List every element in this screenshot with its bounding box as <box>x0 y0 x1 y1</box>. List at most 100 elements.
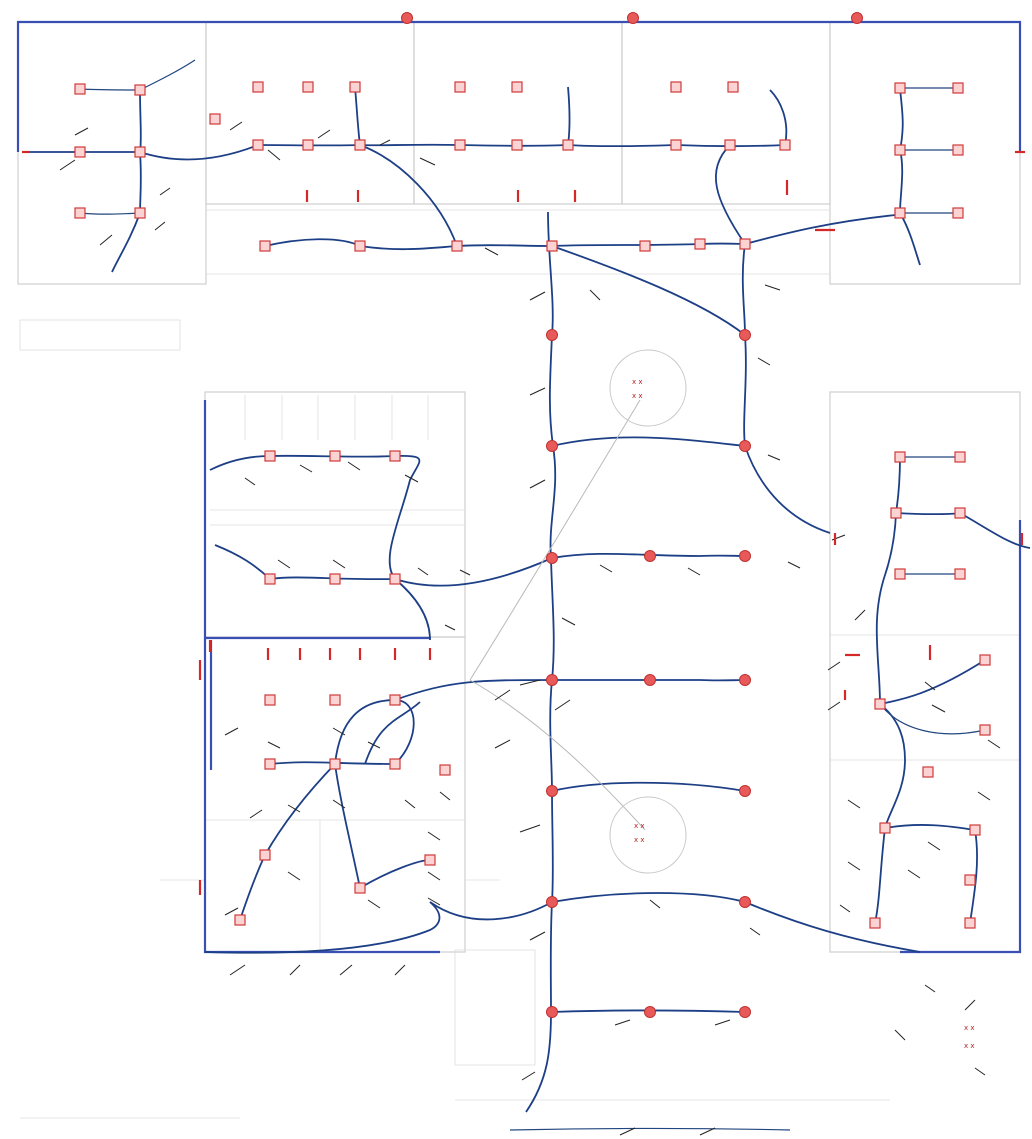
junction-box <box>869 917 881 929</box>
junction-box <box>209 113 221 125</box>
home-run-leader <box>299 464 313 473</box>
svg-text:x x: x x <box>632 392 643 400</box>
home-run-leader <box>847 861 861 871</box>
svg-text:x x: x x <box>964 1042 975 1050</box>
home-run-leader <box>419 157 436 166</box>
ceiling-fixture <box>546 552 558 564</box>
svg-text:x x: x x <box>632 378 643 386</box>
home-run-leader <box>767 454 781 461</box>
junction-box <box>954 568 966 580</box>
home-run-leader <box>839 904 851 913</box>
junction-box <box>389 694 401 706</box>
home-run-leader <box>494 689 511 701</box>
junction-box <box>694 238 706 250</box>
ceiling-fixture <box>546 674 558 686</box>
home-run-leader <box>267 741 281 749</box>
home-run-leader <box>59 159 76 171</box>
home-run-leader <box>924 984 936 993</box>
home-run-leader <box>99 234 113 246</box>
junction-box <box>964 874 976 886</box>
junction-box <box>727 81 739 93</box>
home-run-leader <box>561 617 576 626</box>
home-run-leader <box>521 1071 536 1081</box>
ceiling-fixture <box>401 12 413 24</box>
home-run-leader <box>404 799 416 809</box>
junction-box <box>302 81 314 93</box>
ceiling-fixture <box>546 1006 558 1018</box>
junction-box <box>964 917 976 929</box>
home-run-leader <box>974 1067 986 1076</box>
junction-box <box>952 82 964 94</box>
junction-box <box>670 139 682 151</box>
home-run-leader <box>614 1019 631 1026</box>
home-run-leader <box>459 569 471 576</box>
home-run-leader <box>519 679 541 686</box>
ceiling-fixture <box>546 785 558 797</box>
junction-box <box>879 822 891 834</box>
junction-box <box>952 207 964 219</box>
home-run-leader <box>154 221 166 231</box>
svg-text:x x: x x <box>964 1024 975 1032</box>
home-run-leader <box>529 931 546 941</box>
home-run-leader <box>244 477 256 486</box>
home-run-leader <box>649 899 661 909</box>
home-run-leader <box>439 791 451 801</box>
home-run-leader <box>159 187 171 196</box>
home-run-leader <box>529 291 546 301</box>
home-run-leader <box>367 741 381 749</box>
home-run-leader <box>964 999 976 1011</box>
home-run-leader <box>287 871 301 881</box>
junction-box <box>894 568 906 580</box>
junction-box <box>354 240 366 252</box>
junction-box <box>739 238 751 250</box>
devices <box>22 12 1025 1018</box>
junction-box <box>454 139 466 151</box>
home-run-leader <box>924 681 936 691</box>
junction-box <box>329 450 341 462</box>
ceiling-fixture <box>644 1006 656 1018</box>
junction-box <box>134 84 146 96</box>
junction-box <box>454 81 466 93</box>
home-run-leader <box>277 559 291 569</box>
home-run-leader <box>699 1127 716 1136</box>
ceiling-fixture <box>546 896 558 908</box>
home-run-leader <box>444 624 456 631</box>
junction-box <box>874 698 886 710</box>
home-run-leader <box>977 791 991 801</box>
junction-box <box>349 81 361 93</box>
junction-box <box>134 146 146 158</box>
detail-marks: x x x x x x x x x x x x <box>632 378 975 1050</box>
home-run-leader <box>529 479 546 489</box>
junction-box <box>451 240 463 252</box>
junction-box <box>234 914 246 926</box>
ceiling-fixture <box>739 329 751 341</box>
home-run-leader <box>317 129 331 139</box>
junction-box <box>134 207 146 219</box>
home-run-leader <box>224 907 239 916</box>
ceiling-fixture <box>644 674 656 686</box>
home-run-leader <box>619 1127 636 1136</box>
junction-box <box>894 451 906 463</box>
ceiling-fixture <box>546 329 558 341</box>
ceiling-fixture <box>644 550 656 562</box>
home-run-leader <box>427 831 441 841</box>
junction-box <box>264 694 276 706</box>
junction-box <box>264 450 276 462</box>
ceiling-fixture <box>627 12 639 24</box>
home-run-leader <box>404 474 419 483</box>
junction-box <box>389 573 401 585</box>
junction-box <box>329 573 341 585</box>
home-run-leader <box>494 739 511 749</box>
junction-box <box>670 81 682 93</box>
junction-box <box>954 451 966 463</box>
junction-box <box>894 82 906 94</box>
ceiling-fixture <box>851 12 863 24</box>
home-run-leader <box>529 387 546 396</box>
junction-box <box>922 766 934 778</box>
home-run-leader <box>229 121 243 131</box>
junction-box <box>439 764 451 776</box>
junction-box <box>952 144 964 156</box>
home-run-leader <box>749 927 761 936</box>
architectural-walls <box>17 21 1021 1119</box>
home-run-leader <box>379 139 391 146</box>
